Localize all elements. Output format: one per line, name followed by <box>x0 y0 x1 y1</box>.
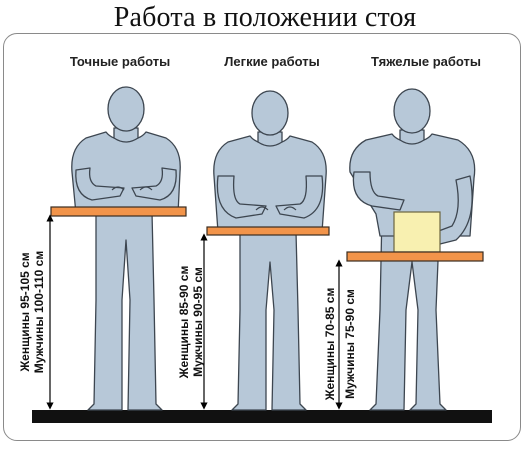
column-label-precise: Точные работы <box>70 54 170 69</box>
column-label-light: Легкие работы <box>224 54 319 69</box>
women-range-precise: Женщины 95-105 см <box>18 252 32 372</box>
diagram-title: Работа в положении стоя <box>113 2 417 33</box>
figure-precise-work <box>71 86 181 411</box>
table-heavy <box>346 251 484 262</box>
diagram-frame <box>3 33 521 441</box>
men-range-light: Мужчины 90-95 см <box>191 267 205 377</box>
men-range-heavy: Мужчины 75-90 см <box>343 289 357 399</box>
column-label-heavy: Тяжелые работы <box>371 54 481 69</box>
table-precise <box>50 206 187 217</box>
women-range-light: Женщины 85-90 см <box>177 266 191 380</box>
men-range-precise: Мужчины 100-110 см <box>32 251 46 374</box>
heavy-box <box>393 211 441 253</box>
floor-bar <box>32 410 492 423</box>
women-range-heavy: Женщины 70-85 см <box>323 288 337 402</box>
table-light <box>206 226 330 236</box>
figure-light-work <box>213 90 327 411</box>
